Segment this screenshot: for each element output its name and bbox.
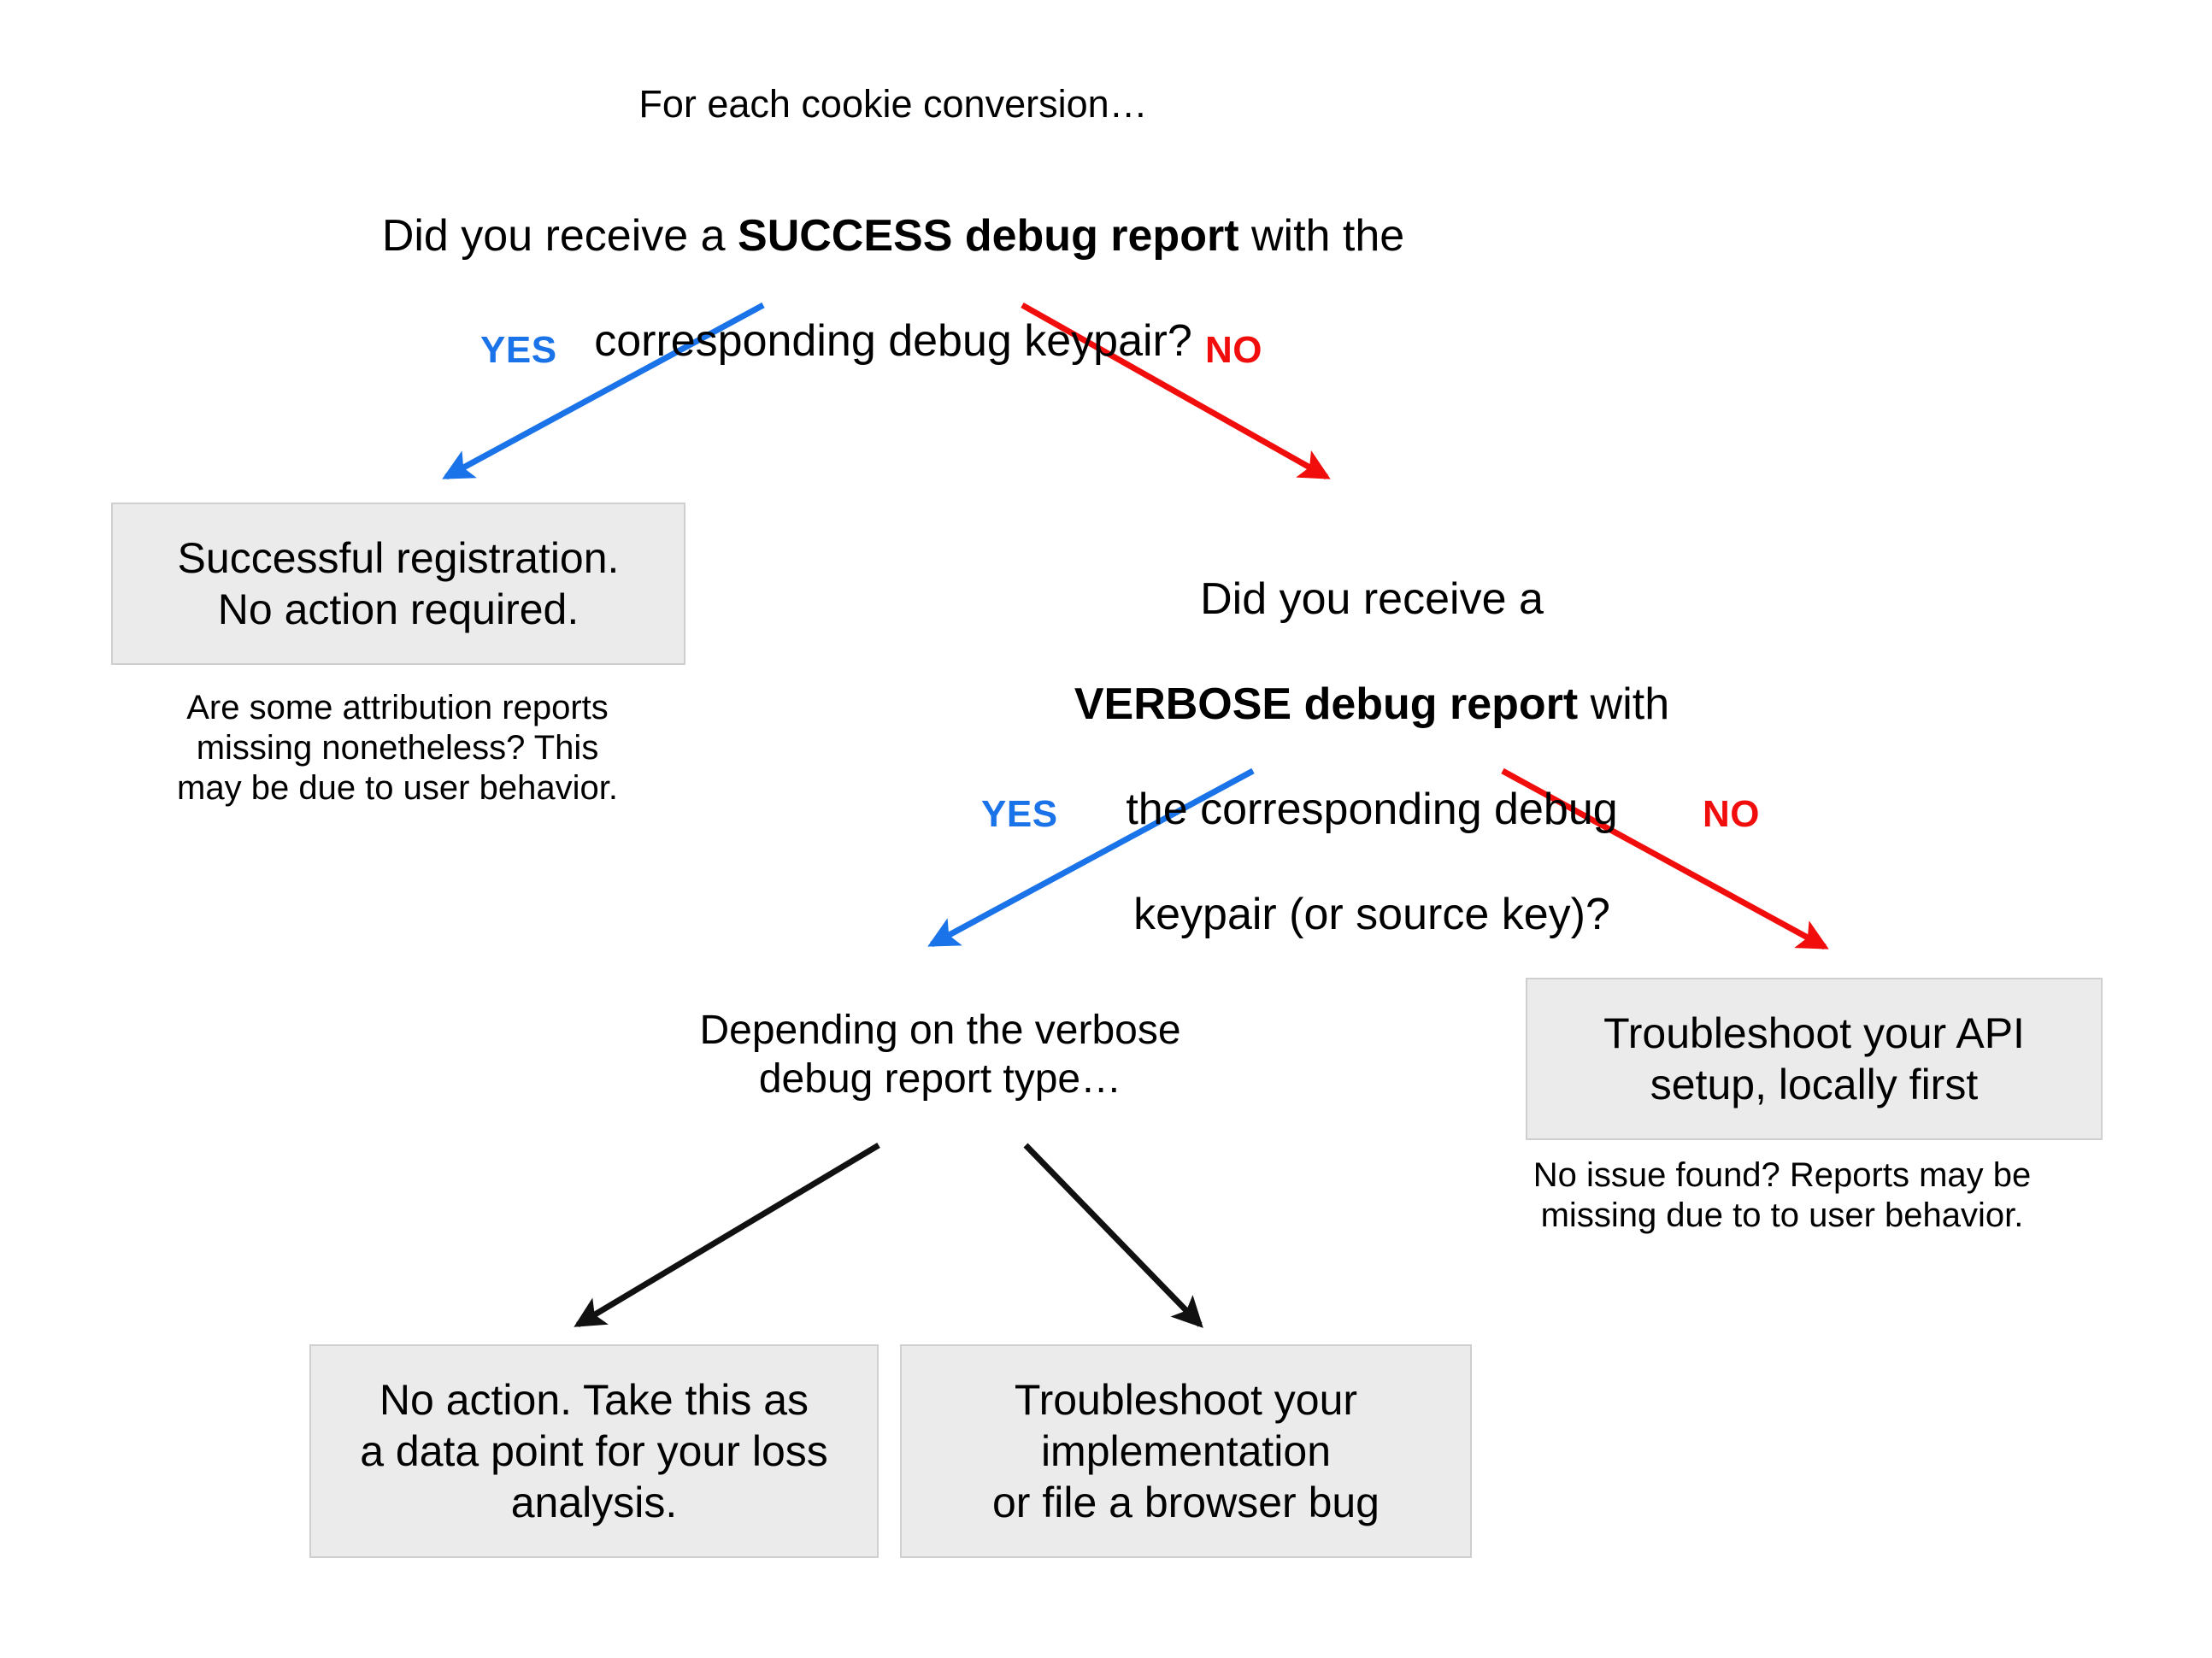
- q2-line2-suffix: with: [1578, 679, 1670, 730]
- edge-label-q2-no: NO: [1703, 793, 1760, 835]
- q1-line1-prefix: Did you receive a: [381, 211, 738, 262]
- q1-line1-suffix: with the: [1238, 211, 1405, 262]
- node-successful-registration[interactable]: Successful registration. No action requi…: [111, 503, 685, 665]
- edge-label-q1-yes: YES: [480, 329, 557, 371]
- edge-label-q1-no: NO: [1205, 329, 1262, 371]
- edge-type-right: [1023, 1143, 1203, 1328]
- root-title: For each cookie conversion…: [638, 82, 1148, 126]
- q1-line1-bold: SUCCESS debug report: [738, 211, 1239, 262]
- q2-line4: keypair (or source key)?: [1133, 889, 1610, 939]
- q2-line2-bold: VERBOSE debug report: [1074, 679, 1579, 730]
- question-success-report: Did you receive a SUCCESS debug report w…: [282, 158, 1504, 367]
- node-no-action-loss-analysis[interactable]: No action. Take this as a data point for…: [309, 1344, 879, 1558]
- q2-line1: Did you receive a: [1200, 574, 1544, 625]
- node-troubleshoot-api-setup[interactable]: Troubleshoot your API setup, locally fir…: [1526, 978, 2103, 1140]
- node-troubleshoot-implementation[interactable]: Troubleshoot your implementation or file…: [900, 1344, 1472, 1558]
- node-depending-on-verbose-type: Depending on the verbose debug report ty…: [699, 1008, 1181, 1102]
- caption-attribution-reports-missing: Are some attribution reports missing non…: [177, 689, 618, 808]
- question-verbose-report: Did you receive a VERBOSE debug report w…: [996, 521, 1748, 941]
- edge-type-left: [574, 1142, 880, 1328]
- edge-label-q2-yes: YES: [981, 793, 1058, 835]
- q2-line3: the corresponding debug: [1126, 784, 1618, 834]
- q1-line2: corresponding debug keypair?: [594, 316, 1192, 367]
- caption-no-issue-found: No issue found? Reports may be missing d…: [1533, 1156, 2032, 1235]
